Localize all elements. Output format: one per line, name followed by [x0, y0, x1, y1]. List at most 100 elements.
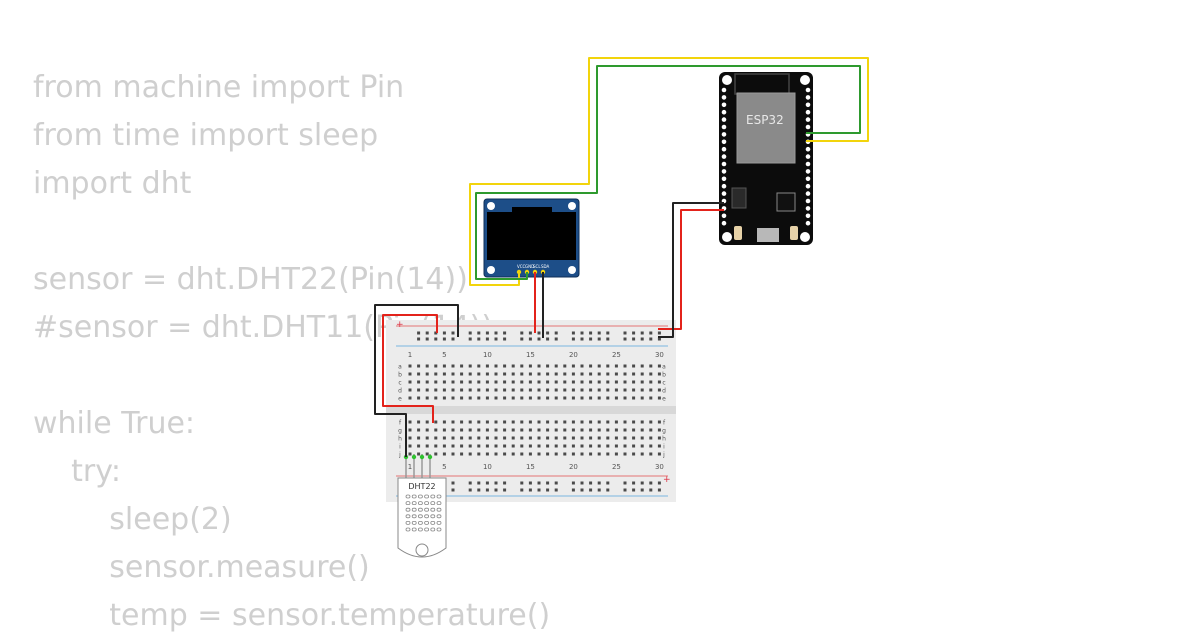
hole	[554, 436, 558, 440]
hole	[597, 452, 601, 456]
rail-hole	[477, 488, 481, 492]
hole	[451, 364, 455, 368]
vent-slot	[417, 501, 423, 506]
hole	[442, 444, 446, 448]
hole	[451, 444, 455, 448]
rail-hole	[623, 488, 627, 492]
rail-hole	[571, 331, 575, 335]
hole	[434, 380, 438, 384]
vent-slot	[430, 514, 436, 519]
hole	[417, 372, 421, 376]
hole	[417, 380, 421, 384]
vent-slot	[417, 521, 423, 525]
hole	[528, 388, 532, 392]
rail-hole	[623, 331, 627, 335]
hole	[425, 364, 429, 368]
plus-marker: +	[663, 475, 671, 485]
hole	[649, 420, 653, 424]
vent-slot	[430, 501, 436, 506]
hole	[528, 380, 532, 384]
hole	[589, 452, 593, 456]
hole	[477, 428, 481, 432]
hole	[417, 436, 421, 440]
hole	[657, 452, 661, 456]
vent-slot	[436, 494, 442, 499]
oled-pin-label: GND	[525, 264, 534, 269]
hole	[485, 452, 489, 456]
hole	[640, 452, 644, 456]
hole	[520, 452, 524, 456]
hole	[563, 372, 567, 376]
rail-hole	[485, 337, 489, 341]
hole	[528, 396, 532, 400]
hole	[632, 436, 636, 440]
rail-hole	[442, 331, 446, 335]
hole	[442, 364, 446, 368]
header-pin	[721, 154, 727, 159]
hole	[563, 452, 567, 456]
oled-display: VCC GND SCL SDA	[483, 198, 580, 278]
hole	[640, 436, 644, 440]
hole	[503, 436, 507, 440]
hole	[554, 452, 558, 456]
vent-slot	[436, 527, 442, 532]
header-pin	[721, 146, 727, 152]
hole	[425, 372, 429, 376]
rail-hole	[537, 337, 541, 341]
header-pin	[721, 102, 727, 108]
hole	[417, 428, 421, 432]
hole	[597, 436, 601, 440]
hole	[657, 396, 661, 400]
hole	[468, 420, 472, 424]
hole	[451, 380, 455, 384]
code-line: import dht	[33, 166, 192, 201]
hole	[571, 380, 575, 384]
hole	[580, 396, 584, 400]
hole	[417, 396, 421, 400]
rail-hole	[640, 331, 644, 335]
hole	[657, 444, 661, 448]
code-line: while True:	[33, 406, 196, 441]
hole	[425, 380, 429, 384]
header-pin	[721, 109, 727, 115]
hole	[408, 436, 412, 440]
hole	[442, 372, 446, 376]
hole	[511, 396, 515, 400]
hole	[614, 396, 618, 400]
rail-hole	[589, 488, 593, 492]
column-number: 25	[612, 463, 621, 471]
hole	[477, 452, 481, 456]
oled-pin-label: VCC	[517, 264, 526, 269]
hole	[511, 364, 515, 368]
hole	[434, 372, 438, 376]
rail-hole	[485, 481, 489, 485]
hole	[554, 372, 558, 376]
hole	[425, 420, 429, 424]
vent-slot	[430, 521, 436, 525]
header-pin	[805, 183, 811, 189]
hole	[503, 380, 507, 384]
row-letter: d	[662, 388, 666, 395]
hole	[408, 444, 412, 448]
hole	[580, 452, 584, 456]
code-line: temp = sensor.temperature()	[33, 598, 551, 633]
row-letter: e	[398, 396, 402, 403]
row-letter: c	[398, 380, 401, 387]
hole	[640, 364, 644, 368]
hole	[546, 436, 550, 440]
rail-hole	[546, 337, 550, 341]
hole	[580, 364, 584, 368]
hole	[546, 420, 550, 424]
hole	[485, 436, 489, 440]
hole	[623, 452, 627, 456]
rail-hole	[580, 481, 584, 485]
rail-hole	[606, 488, 610, 492]
column-number: 15	[526, 463, 535, 471]
header-pin	[721, 87, 727, 93]
hole	[477, 364, 481, 368]
hole	[503, 420, 507, 424]
hole	[657, 380, 661, 384]
hole	[442, 396, 446, 400]
hole	[571, 452, 575, 456]
